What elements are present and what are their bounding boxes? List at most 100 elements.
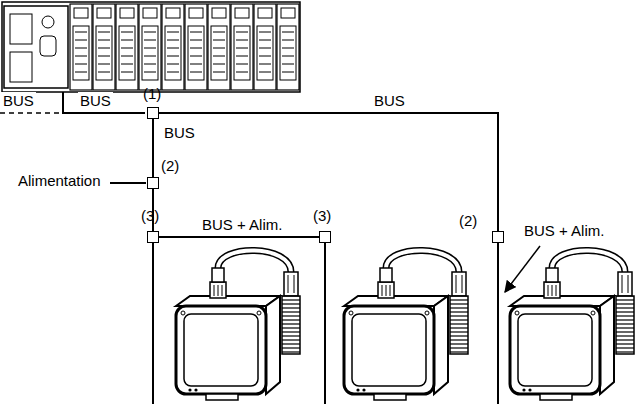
bus-label: BUS	[162, 124, 197, 142]
illustration-part	[185, 4, 207, 90]
cpu-module	[4, 6, 68, 88]
illustration-part	[282, 32, 294, 33]
illustration-part	[259, 72, 271, 73]
illustration-part	[213, 48, 225, 49]
illustration-part	[121, 32, 133, 33]
junction-box: (2)	[492, 231, 504, 243]
illustration-part	[75, 72, 87, 73]
junction-box: (3)	[319, 231, 331, 243]
illustration-part	[116, 4, 138, 90]
illustration-part	[93, 4, 115, 90]
sensor	[344, 250, 468, 400]
cpu-port	[40, 36, 56, 56]
illustration-part	[120, 8, 134, 18]
rack-frame	[2, 2, 300, 92]
illustration-part	[142, 26, 158, 80]
illustration-part	[190, 40, 202, 41]
illustration-part	[282, 48, 294, 49]
illustration-part	[190, 72, 202, 73]
illustration-part	[97, 8, 111, 18]
illustration-part	[144, 40, 156, 41]
illustration-part	[98, 40, 110, 41]
illustration-part	[165, 26, 181, 80]
plc-rack	[2, 2, 300, 92]
illustration-part	[259, 40, 271, 41]
illustration-part	[190, 48, 202, 49]
illustration-part	[236, 72, 248, 73]
illustration-part	[121, 40, 133, 41]
bus-label: BUS + Alim.	[200, 216, 284, 234]
illustration-part	[236, 48, 248, 49]
illustration-part	[98, 32, 110, 33]
bus-label: BUS	[372, 92, 407, 110]
illustration-part	[259, 64, 271, 65]
cpu-dial	[42, 16, 54, 28]
wire-label: BUS	[1, 92, 36, 110]
wire-label: BUS	[78, 92, 113, 110]
illustration-part	[98, 56, 110, 57]
illustration-part	[139, 4, 161, 90]
bus-continuation	[0, 112, 63, 114]
pointer-arrow	[505, 246, 540, 292]
illustration-part	[144, 48, 156, 49]
callout-number: (2)	[459, 212, 477, 230]
callout-number: (3)	[141, 207, 159, 225]
illustration-part	[235, 8, 249, 18]
illustration-part	[213, 32, 225, 33]
callout-number: (1)	[143, 85, 161, 103]
illustration-part	[236, 64, 248, 65]
illustration-part	[281, 8, 295, 18]
io-modules	[70, 4, 299, 90]
illustration-part	[213, 40, 225, 41]
illustration-part	[208, 4, 230, 90]
bus-line	[159, 236, 319, 238]
callout-number: (3)	[313, 207, 331, 225]
illustration-part	[282, 72, 294, 73]
junction-box: (1)	[147, 107, 159, 119]
bus-wire	[63, 92, 145, 113]
illustration-part	[121, 64, 133, 65]
illustration-part	[190, 56, 202, 57]
cpu-display	[10, 14, 32, 44]
illustration-part	[167, 56, 179, 57]
callout-number: (2)	[161, 157, 179, 175]
illustration-part	[121, 72, 133, 73]
power-wire	[110, 182, 146, 184]
illustration-part	[144, 32, 156, 33]
junction-box: (2)	[147, 177, 159, 189]
illustration-part	[236, 32, 248, 33]
illustration-part	[282, 56, 294, 57]
illustration-part	[234, 26, 250, 80]
bus-power-wire	[497, 243, 499, 404]
illustration-part	[282, 40, 294, 41]
illustration-part	[213, 56, 225, 57]
illustration-part	[162, 4, 184, 90]
illustration-part	[75, 64, 87, 65]
bus-power-wire	[152, 243, 154, 404]
illustration-part	[190, 64, 202, 65]
wire-label: Alimentation	[16, 172, 103, 190]
illustration-part	[98, 48, 110, 49]
illustration-part	[211, 26, 227, 80]
illustration-part	[254, 4, 276, 90]
wire-label: BUS + Alim.	[522, 222, 606, 240]
illustration-part	[213, 72, 225, 73]
illustration-part	[236, 40, 248, 41]
illustration-part	[189, 8, 203, 18]
illustration-part	[167, 64, 179, 65]
cpu-terminal	[10, 52, 32, 82]
illustration-part	[258, 8, 272, 18]
illustration-part	[212, 8, 226, 18]
illustration-part	[167, 40, 179, 41]
illustration-part	[144, 72, 156, 73]
illustration-part	[166, 8, 180, 18]
illustration-part	[188, 26, 204, 80]
illustration-part	[75, 48, 87, 49]
illustration-part	[121, 56, 133, 57]
illustration-part	[75, 56, 87, 57]
illustration-part	[236, 56, 248, 57]
illustration-part	[119, 26, 135, 80]
illustration-part	[75, 32, 87, 33]
